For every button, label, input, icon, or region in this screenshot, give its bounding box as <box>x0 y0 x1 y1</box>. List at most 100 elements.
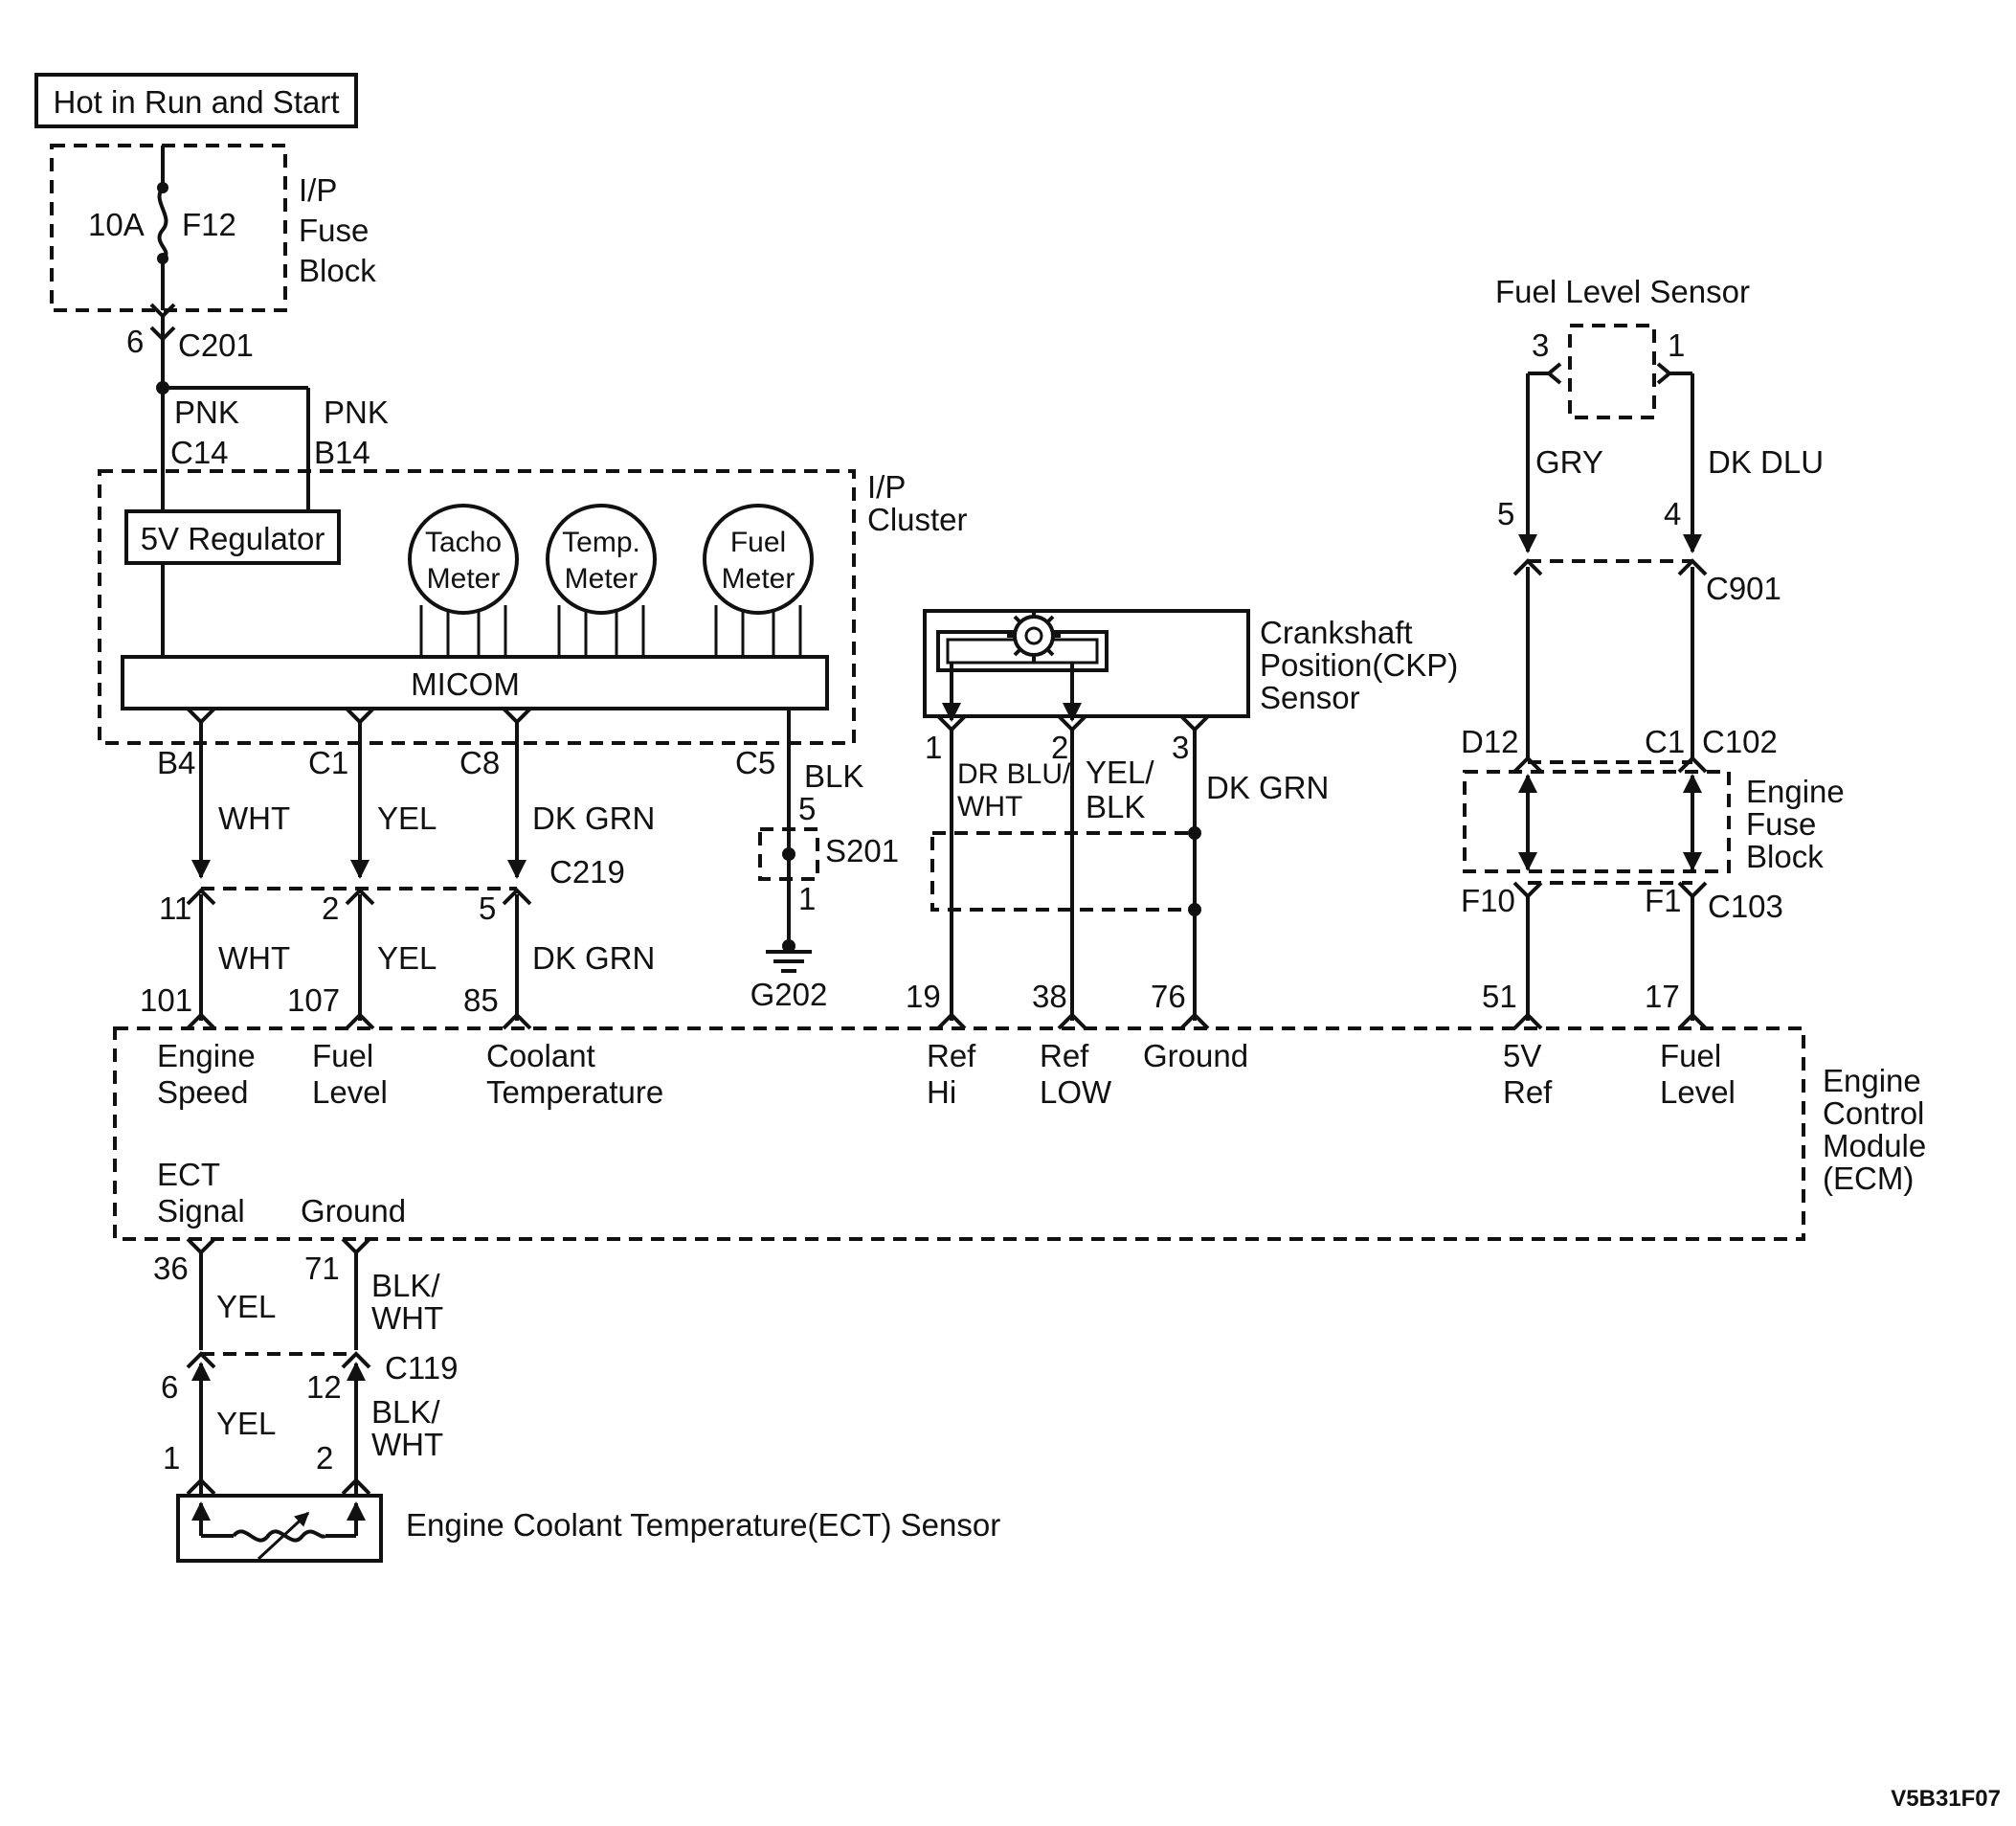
svg-text:Position(CKP): Position(CKP) <box>1260 647 1458 683</box>
ckp-wires: 1 2 3 DR BLU/ WHT YEL/ BLK DK GRN <box>925 714 1329 1021</box>
svg-text:WHT: WHT <box>218 940 290 976</box>
ip-fuse-block: 10A F12 I/P Fuse Block <box>50 144 376 312</box>
svg-text:2: 2 <box>322 890 339 926</box>
svg-text:Ground: Ground <box>1143 1038 1248 1073</box>
svg-text:Engine: Engine <box>1823 1063 1921 1098</box>
svg-text:DK DLU: DK DLU <box>1708 444 1824 480</box>
cluster-output-pins: B4 C1 C8 C5 <box>157 707 775 780</box>
svg-text:Cluster: Cluster <box>867 502 968 537</box>
svg-text:Fuse: Fuse <box>1746 806 1816 842</box>
svg-text:51: 51 <box>1482 979 1517 1014</box>
svg-text:1: 1 <box>798 881 816 916</box>
svg-text:5V Regulator: 5V Regulator <box>141 521 325 556</box>
svg-text:I/P: I/P <box>867 469 906 505</box>
svg-text:2: 2 <box>1051 730 1068 765</box>
svg-text:Fuel: Fuel <box>730 527 786 558</box>
svg-text:17: 17 <box>1645 979 1680 1014</box>
svg-text:Temp.: Temp. <box>562 527 640 558</box>
pnk-feed-wires: PNK C14 PNK B14 <box>161 386 389 511</box>
svg-text:5: 5 <box>479 890 496 926</box>
svg-text:2: 2 <box>316 1440 333 1476</box>
fuel-meter <box>703 504 814 615</box>
svg-text:5: 5 <box>1497 496 1514 531</box>
svg-text:Meter: Meter <box>565 563 638 595</box>
svg-text:Ref: Ref <box>927 1038 976 1073</box>
svg-text:D12: D12 <box>1461 724 1519 759</box>
svg-text:C201: C201 <box>178 327 254 363</box>
svg-text:I/P: I/P <box>299 172 337 208</box>
svg-text:YEL/: YEL/ <box>1086 755 1154 790</box>
svg-text:WHT: WHT <box>371 1300 443 1336</box>
svg-text:Meter: Meter <box>722 563 795 595</box>
svg-text:C103: C103 <box>1708 889 1783 924</box>
svg-text:71: 71 <box>304 1251 340 1286</box>
figure-code: V5B31F07 <box>1891 1786 2001 1812</box>
svg-text:5: 5 <box>798 791 816 826</box>
svg-text:1: 1 <box>1668 327 1685 363</box>
svg-text:Ground: Ground <box>301 1193 406 1229</box>
svg-text:Level: Level <box>312 1074 388 1110</box>
ecm-module: Engine Control Module (ECM) 101 107 85 1… <box>113 979 1926 1286</box>
s201-splice <box>758 827 819 881</box>
svg-text:C901: C901 <box>1706 571 1781 606</box>
svg-text:12: 12 <box>306 1369 342 1405</box>
svg-text:Engine: Engine <box>1746 774 1845 809</box>
fuse-id: F12 <box>182 207 236 242</box>
temp-meter <box>546 504 657 615</box>
svg-text:C1: C1 <box>1645 724 1685 759</box>
svg-text:B4: B4 <box>157 745 195 780</box>
svg-text:36: 36 <box>153 1251 189 1286</box>
svg-text:11: 11 <box>159 890 191 926</box>
svg-text:C219: C219 <box>549 854 625 890</box>
svg-text:Engine Coolant Temperature(ECT: Engine Coolant Temperature(ECT) Sensor <box>406 1507 1000 1543</box>
svg-text:Crankshaft: Crankshaft <box>1260 615 1413 650</box>
svg-text:WHT: WHT <box>218 800 290 836</box>
svg-text:107: 107 <box>287 982 340 1018</box>
svg-text:F1: F1 <box>1645 883 1682 918</box>
svg-text:MICOM: MICOM <box>411 666 520 702</box>
svg-text:Speed: Speed <box>157 1074 248 1110</box>
svg-text:85: 85 <box>463 982 499 1018</box>
svg-text:PNK: PNK <box>324 395 389 430</box>
svg-text:YEL: YEL <box>377 940 437 976</box>
svg-text:Block: Block <box>1746 839 1824 874</box>
svg-text:Module: Module <box>1823 1128 1926 1163</box>
svg-text:(ECM): (ECM) <box>1823 1161 1914 1196</box>
svg-text:BLK/: BLK/ <box>371 1394 440 1430</box>
svg-text:101: 101 <box>140 982 192 1018</box>
svg-text:PNK: PNK <box>174 395 239 430</box>
svg-text:Temperature: Temperature <box>486 1074 663 1110</box>
svg-text:Fuse: Fuse <box>299 213 369 248</box>
svg-text:Level: Level <box>1660 1074 1736 1110</box>
svg-text:DK GRN: DK GRN <box>532 940 655 976</box>
svg-text:C8: C8 <box>459 745 500 780</box>
svg-text:C119: C119 <box>385 1350 458 1386</box>
svg-text:38: 38 <box>1032 979 1067 1014</box>
svg-text:Fuel: Fuel <box>312 1038 373 1073</box>
fuse-amperage: 10A <box>88 207 145 242</box>
svg-text:Fuel Level Sensor: Fuel Level Sensor <box>1495 274 1750 309</box>
svg-text:Fuel: Fuel <box>1660 1038 1721 1073</box>
svg-text:G202: G202 <box>750 977 828 1012</box>
ckp-shield <box>930 831 1197 912</box>
ip-cluster: I/P Cluster 5V Regulator Tacho Meter Tem… <box>98 469 968 745</box>
svg-text:Block: Block <box>299 253 376 288</box>
svg-text:C1: C1 <box>308 745 348 780</box>
svg-text:Signal: Signal <box>157 1193 245 1229</box>
svg-text:C102: C102 <box>1702 724 1778 759</box>
engine-fuse-block: D12 C1 C102 Engine Fuse Block F10 F1 C10… <box>1461 724 1845 1021</box>
svg-text:DR BLU/: DR BLU/ <box>957 758 1071 790</box>
c201-connector: 6 C201 <box>126 303 254 395</box>
svg-text:LOW: LOW <box>1040 1074 1112 1110</box>
svg-text:5V: 5V <box>1503 1038 1541 1073</box>
svg-text:DK GRN: DK GRN <box>1206 770 1329 805</box>
micom <box>121 655 829 710</box>
svg-text:B14: B14 <box>314 435 370 470</box>
ect-sensor: Engine Coolant Temperature(ECT) Sensor <box>176 1494 1000 1563</box>
svg-text:3: 3 <box>1532 327 1549 363</box>
svg-text:S201: S201 <box>825 833 899 868</box>
svg-text:19: 19 <box>906 979 941 1014</box>
ect-sensor-wiring: YEL BLK/ WHT C119 6 12 YEL BLK/ WHT 1 2 <box>161 1252 458 1496</box>
svg-text:6: 6 <box>126 324 144 359</box>
